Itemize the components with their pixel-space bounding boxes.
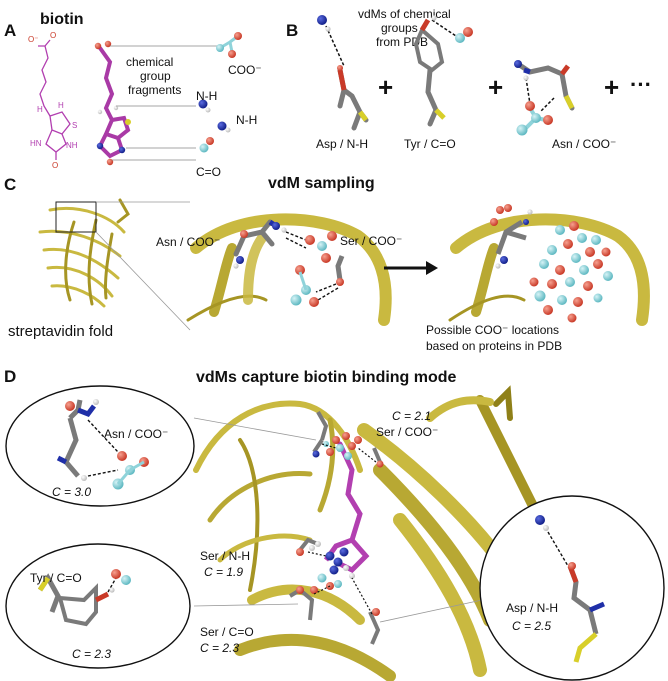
vdm-asp-nh (317, 15, 369, 131)
atom-o: O (50, 31, 56, 40)
vdm-asn-label: Asn / COO⁻ (552, 137, 616, 151)
d-ser-nh-label: Ser / N-H (200, 549, 250, 563)
inset-asn (5, 385, 195, 507)
plus-2: + (488, 72, 503, 102)
fold-label: streptavidin fold (8, 323, 113, 340)
zoom-ribbon-middle (186, 213, 392, 326)
d-central-cluster (288, 537, 381, 645)
inset-asn-c: C = 3.0 (52, 485, 91, 499)
frag-nh1-label: N-H (196, 89, 217, 103)
atom-o2: O (52, 161, 58, 170)
frag-co-label: C=O (196, 165, 221, 179)
panel-b-caption-1: vdMs of chemical (358, 7, 451, 21)
panel-d-letter: D (4, 367, 16, 386)
streptavidin-fold-thumb (38, 198, 130, 308)
sampling-arrow (384, 261, 438, 275)
panel-a-title: biotin (40, 11, 84, 28)
panel-a: A biotin O⁻ O H H S HN NH O (4, 11, 262, 179)
frag-nh2-label: N-H (236, 113, 257, 127)
c-ser-vdm (290, 255, 345, 307)
ellipsis: ··· (630, 72, 652, 97)
c-note-2: based on proteins in PDB (426, 339, 562, 353)
atom-hn: HN (30, 139, 42, 148)
d-ser-co-label: Ser / C=O (200, 625, 254, 639)
vdm-asp-label: Asp / N-H (316, 137, 368, 151)
fragments-label-1: chemical (126, 55, 173, 69)
biotin-3d-model (94, 40, 131, 166)
panel-c-letter: C (4, 175, 16, 194)
c-asn-vdm (233, 219, 337, 269)
panel-d: D vdMs capture biotin binding mode (4, 367, 665, 681)
atom-nh: NH (66, 141, 78, 150)
sampled-coo-cloud (490, 204, 613, 323)
c-ser-label: Ser / COO⁻ (340, 234, 402, 248)
atom-s: S (72, 121, 77, 130)
fragment-connectors (110, 45, 218, 161)
fragments-label-3: fragments (128, 83, 181, 97)
inset-asp (479, 495, 665, 681)
panel-c: C vdM sampling streptavidin fold (4, 175, 650, 353)
inset-tyr (5, 543, 191, 669)
fragment-coo (216, 32, 242, 58)
zoom-ribbon-right (448, 213, 650, 326)
frag-coo-label: COO⁻ (228, 63, 262, 77)
d-top-cluster (312, 411, 384, 468)
d-connectors (193, 417, 483, 623)
vdm-tyr-co (413, 15, 473, 127)
inset-asp-c: C = 2.5 (512, 619, 551, 633)
atom-h1: H (37, 105, 43, 114)
d-ser-nh-c: C = 1.9 (204, 565, 243, 579)
panel-b-letter: B (286, 21, 298, 40)
inset-tyr-c: C = 2.3 (72, 647, 111, 661)
panel-c-title: vdM sampling (268, 175, 375, 192)
plus-1: + (378, 72, 393, 102)
biotin-2d-structure (38, 39, 71, 160)
atom-h2: H (58, 101, 64, 110)
plus-3: + (604, 72, 619, 102)
panel-b: B vdMs of chemical groups from PDB Asp /… (286, 7, 652, 151)
fragment-nh1 (198, 99, 211, 113)
panel-a-letter: A (4, 21, 16, 40)
inset-tyr-label: Tyr / C=O (30, 571, 82, 585)
zoom-box (55, 201, 97, 233)
zoom-line-bottom (95, 231, 191, 331)
fragments-label-2: group (140, 69, 171, 83)
vdm-asn-coo (514, 60, 575, 136)
inset-asp-label: Asp / N-H (506, 601, 558, 615)
panel-b-caption-2: groups (381, 21, 418, 35)
d-ser-coo-c: C = 2.1 (392, 409, 431, 423)
fragment-nh2 (217, 121, 231, 133)
d-ser-coo-label: Ser / COO⁻ (376, 425, 438, 439)
inset-asn-label: Asn / COO⁻ (104, 427, 168, 441)
d-ser-co-c: C = 2.3 (200, 641, 239, 655)
coo-cloud-spheres (529, 221, 613, 323)
fragment-co (199, 137, 214, 153)
atom-o-minus: O⁻ (28, 35, 38, 44)
panel-d-title: vdMs capture biotin binding mode (196, 369, 457, 386)
vdm-tyr-label: Tyr / C=O (404, 137, 456, 151)
c-note-1: Possible COO⁻ locations (426, 323, 559, 337)
c-asn-label: Asn / COO⁻ (156, 235, 220, 249)
biotin-2d-atoms: O⁻ O H H S HN NH O (28, 31, 78, 170)
